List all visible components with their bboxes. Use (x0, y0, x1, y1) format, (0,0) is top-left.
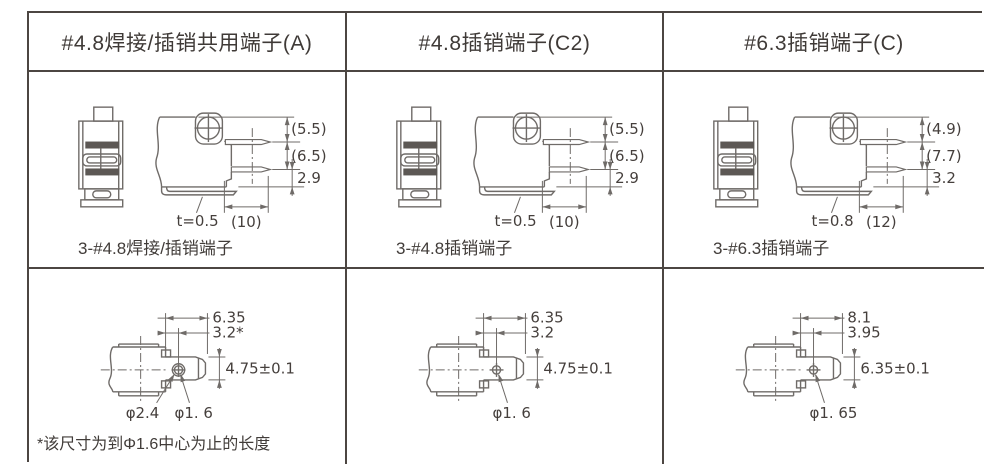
dim-mid-label: (6.5) (609, 147, 644, 165)
dim-mid-label: (7.7) (926, 147, 961, 165)
dimension-labels: (5.5) (6.5) 2.9 (10) t=0.5 (495, 120, 645, 231)
dim-height-label: 6.35±0.1 (860, 359, 930, 377)
dimension-lines (156, 313, 226, 404)
dim-mid-label: (6.5) (291, 147, 326, 165)
drawing-caption: 3-#4.8插销端子 (396, 239, 513, 258)
column-header-c2: #4.8插销端子(C2) (347, 13, 664, 72)
lower-drawing-svg: 8.1 3.95 6.35±0.1 φ1. 65 (735, 309, 930, 422)
dimension-lines (792, 313, 861, 403)
dim-bottom-label: (12) (866, 213, 897, 231)
upper-drawing-svg: (4.9) (7.7) 3.2 (12) t=0.8 (713, 106, 962, 231)
lug-body (100, 336, 172, 402)
lower-drawing-svg: 6.35 3.2 4.75±0.1 φ1. 6 (418, 309, 613, 422)
terminal-pin-lower (230, 166, 273, 173)
lug-tab (483, 356, 525, 381)
terminal-front-view (78, 106, 124, 208)
upper-drawing-cell-c: (4.9) (7.7) 3.2 (12) t=0.8 3-#6.3插销端子 (664, 72, 984, 269)
lower-drawing-cell-a: 6.35 3.2* 4.75±0.1 φ2.4 φ1. 6 *该尺寸为到Φ1.6… (29, 269, 347, 464)
hole-inner-diameter-label: φ1. 6 (493, 404, 531, 422)
dim-lower-right-label: 2.9 (297, 169, 321, 187)
thickness-label: t=0.8 (812, 212, 854, 230)
upper-drawing-cell-a: (5.5) (6.5) 2.9 (10) t=0.5 3-#4.8焊接/插销端子 (29, 72, 347, 269)
terminal-pin-lower (865, 166, 908, 173)
dim-length-label: 8.1 (847, 309, 871, 327)
dim-to-center-label: 3.2 (530, 324, 554, 342)
dimension-lines (831, 116, 940, 213)
terminal-pin-upper (224, 138, 273, 146)
lug-tab (800, 356, 842, 381)
lug-body (418, 336, 490, 402)
upper-drawing-svg: (5.5) (6.5) 2.9 (10) t=0.5 (396, 106, 645, 231)
terminal-pin-upper (859, 138, 908, 146)
terminal-front-view (396, 106, 442, 208)
dim-to-center-label: 3.95 (847, 324, 880, 342)
dimension-lines (196, 116, 305, 213)
dimension-labels: 6.35 3.2 4.75±0.1 φ1. 6 (493, 309, 613, 422)
dimension-labels: (4.9) (7.7) 3.2 (12) t=0.8 (812, 120, 962, 231)
dim-height-label: 4.75±0.1 (543, 359, 613, 377)
dimension-labels: 8.1 3.95 6.35±0.1 φ1. 65 (810, 309, 930, 422)
dim-length-label: 6.35 (212, 309, 245, 327)
dim-lower-right-label: 2.9 (615, 169, 639, 187)
terminal-front-view (713, 106, 759, 208)
dim-length-label: 6.35 (530, 309, 563, 327)
thickness-label: t=0.5 (495, 212, 537, 230)
footnote: *该尺寸为到Φ1.6中心为止的长度 (37, 436, 271, 453)
upper-drawing-cell-c2: (5.5) (6.5) 2.9 (10) t=0.5 3-#4.8插销端子 (347, 72, 664, 269)
drawing-caption: 3-#4.8焊接/插销端子 (78, 239, 233, 258)
hole-inner-diameter-label: φ1. 65 (810, 404, 858, 422)
lug-tab (165, 356, 207, 381)
terminal-pin-lower (548, 166, 591, 173)
thickness-label: t=0.5 (177, 212, 219, 230)
dimension-labels: 6.35 3.2* 4.75±0.1 φ2.4 φ1. 6 (126, 309, 295, 422)
terminal-pin-upper (542, 138, 591, 146)
dim-to-center-label: 3.2* (212, 324, 244, 342)
terminal-side-view (473, 112, 591, 196)
dim-bottom-label: (10) (549, 213, 580, 231)
column-header-a: #4.8焊接/插销共用端子(A) (29, 13, 347, 72)
drawing-caption: 3-#6.3插销端子 (713, 239, 830, 258)
dimension-lines (514, 116, 623, 213)
dim-lower-right-label: 3.2 (932, 169, 956, 187)
terminal-side-view (790, 112, 908, 196)
lug-body (735, 336, 807, 402)
terminal-side-view (155, 112, 273, 196)
spec-table: #4.8焊接/插销共用端子(A) #4.8插销端子(C2) #6.3插销端子(C… (27, 11, 984, 464)
hole-inner-diameter-label: φ1. 6 (175, 404, 213, 422)
dim-bottom-label: (10) (231, 213, 262, 231)
hole-outer-diameter-label: φ2.4 (126, 404, 160, 422)
lower-drawing-cell-c: 8.1 3.95 6.35±0.1 φ1. 65 (664, 269, 984, 464)
dimension-lines (475, 313, 544, 403)
column-header-c: #6.3插销端子(C) (664, 13, 984, 72)
dim-top-label: (4.9) (926, 120, 961, 138)
dimension-labels: (5.5) (6.5) 2.9 (10) t=0.5 (177, 120, 327, 231)
lower-drawing-svg: 6.35 3.2* 4.75±0.1 φ2.4 φ1. 6 (100, 309, 295, 422)
dim-height-label: 4.75±0.1 (225, 359, 295, 377)
dim-top-label: (5.5) (609, 120, 644, 138)
dim-top-label: (5.5) (291, 120, 326, 138)
lower-drawing-cell-c2: 6.35 3.2 4.75±0.1 φ1. 6 (347, 269, 664, 464)
upper-drawing-svg: (5.5) (6.5) 2.9 (10) t=0.5 (78, 106, 327, 231)
